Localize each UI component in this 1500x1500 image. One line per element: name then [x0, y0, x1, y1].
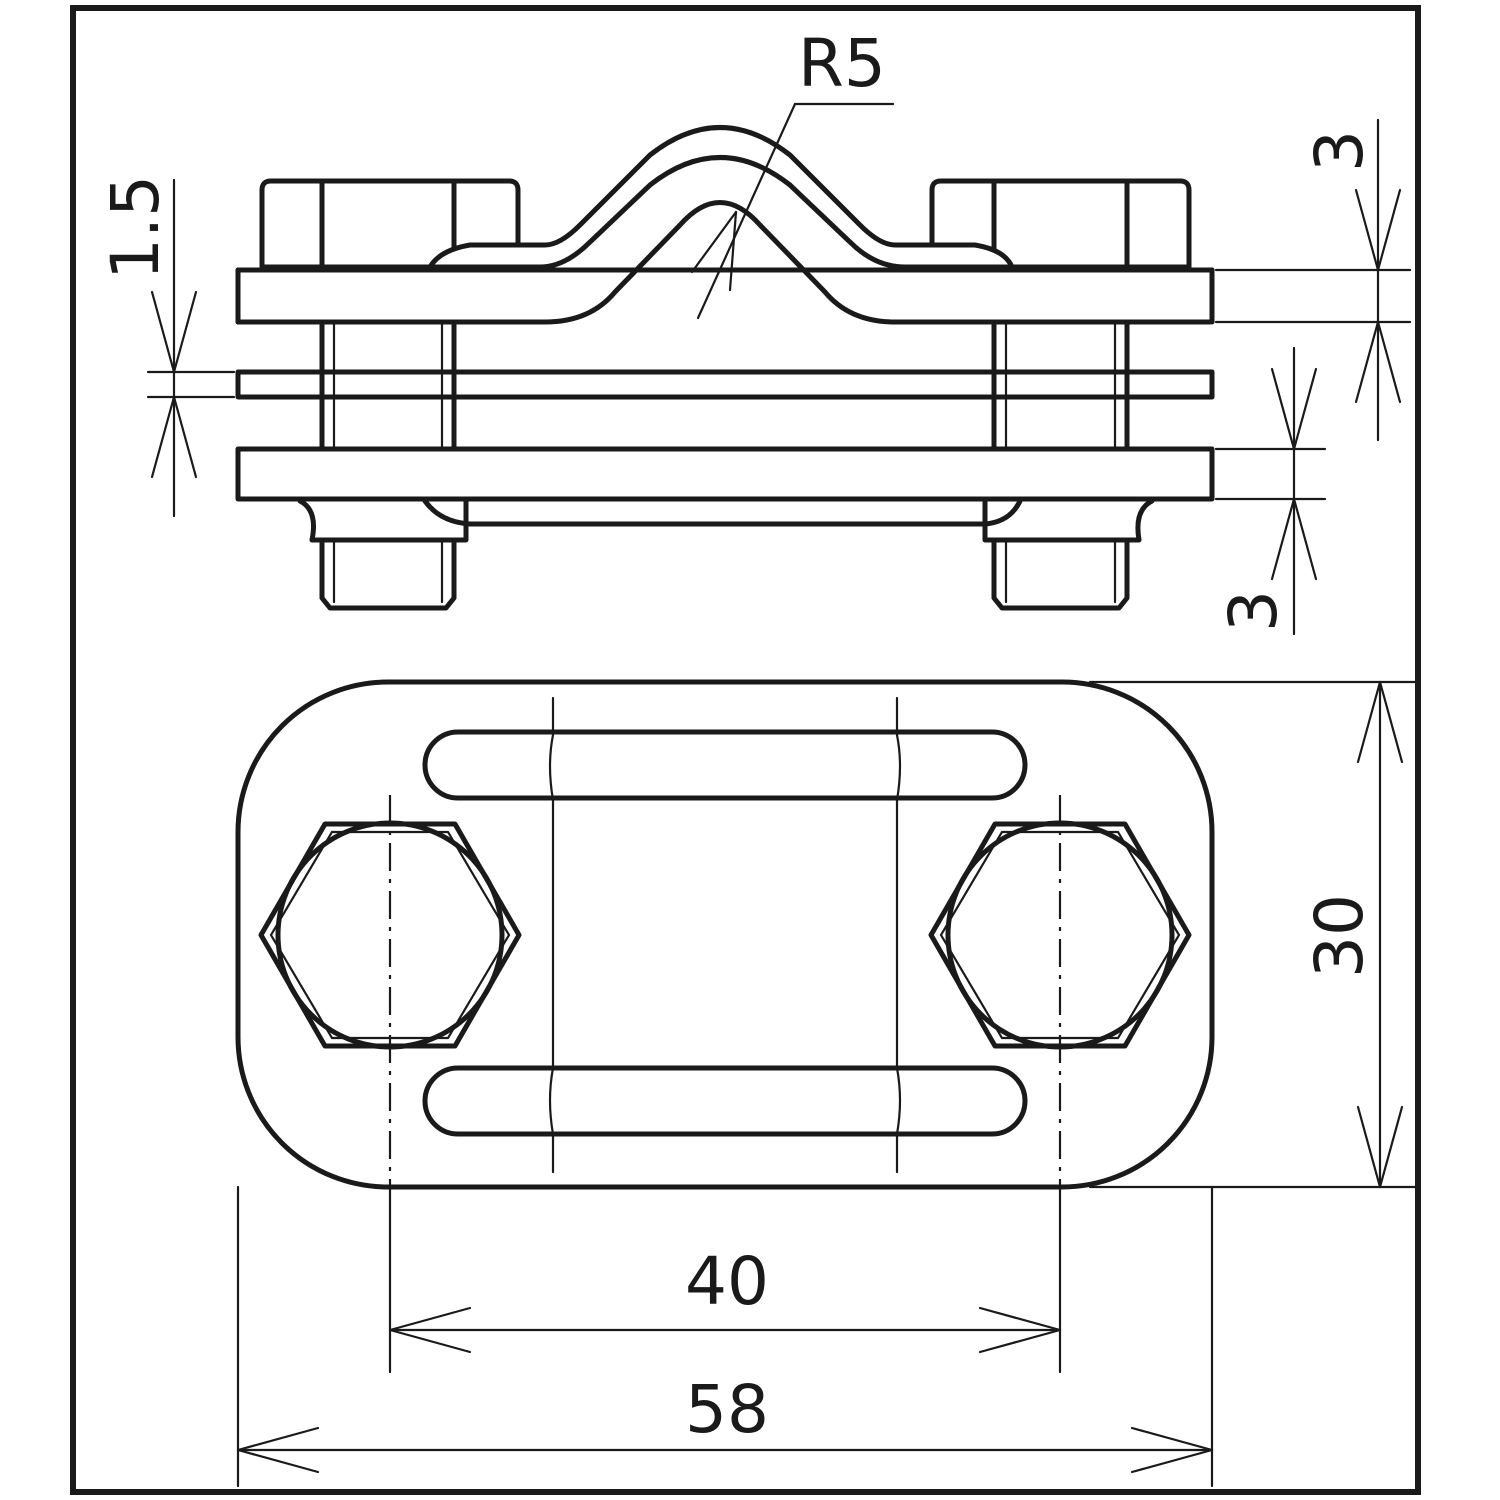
top-plate-thickness-label: 3: [1301, 130, 1378, 172]
bolt-spacing-label: 40: [685, 1243, 769, 1320]
height-label: 30: [1301, 894, 1378, 978]
middle-plate: [235, 369, 1215, 400]
upper-slot: [422, 729, 1028, 801]
bottom-plate: [235, 446, 1215, 502]
dim-top-plate: [1214, 118, 1412, 442]
side-view: R5 1.5 3: [97, 25, 1412, 636]
plate-outline: [235, 679, 1215, 1190]
conductor-lines: [548, 696, 902, 1174]
overall-width-label: 58: [685, 1371, 769, 1448]
dim-height: [1088, 680, 1417, 1189]
left-bolt-head: [259, 178, 521, 270]
bottom-plate-thickness-label: 3: [1215, 590, 1292, 632]
bottom-bridge: [422, 498, 1023, 527]
dim-overall-width: [236, 1185, 1214, 1488]
left-nut-thread: [297, 498, 469, 611]
top-view: 30 40 58: [235, 679, 1417, 1488]
dim-middle-plate: [146, 178, 236, 518]
right-nut-thread: [982, 498, 1155, 611]
radius-label: R5: [798, 25, 886, 102]
radius-leader: [690, 102, 895, 320]
lower-slot: [422, 1065, 1028, 1137]
saddle-clamp: [237, 125, 1213, 325]
bolt-shanks: [319, 321, 1130, 451]
dim-bolt-spacing: [388, 1198, 1062, 1374]
right-bolt-head: [929, 178, 1192, 270]
middle-plate-thickness-label: 1.5: [97, 175, 174, 280]
top-plate: [235, 267, 1215, 325]
drawing-frame: [70, 5, 1421, 1495]
dim-bottom-plate: [1214, 346, 1327, 636]
